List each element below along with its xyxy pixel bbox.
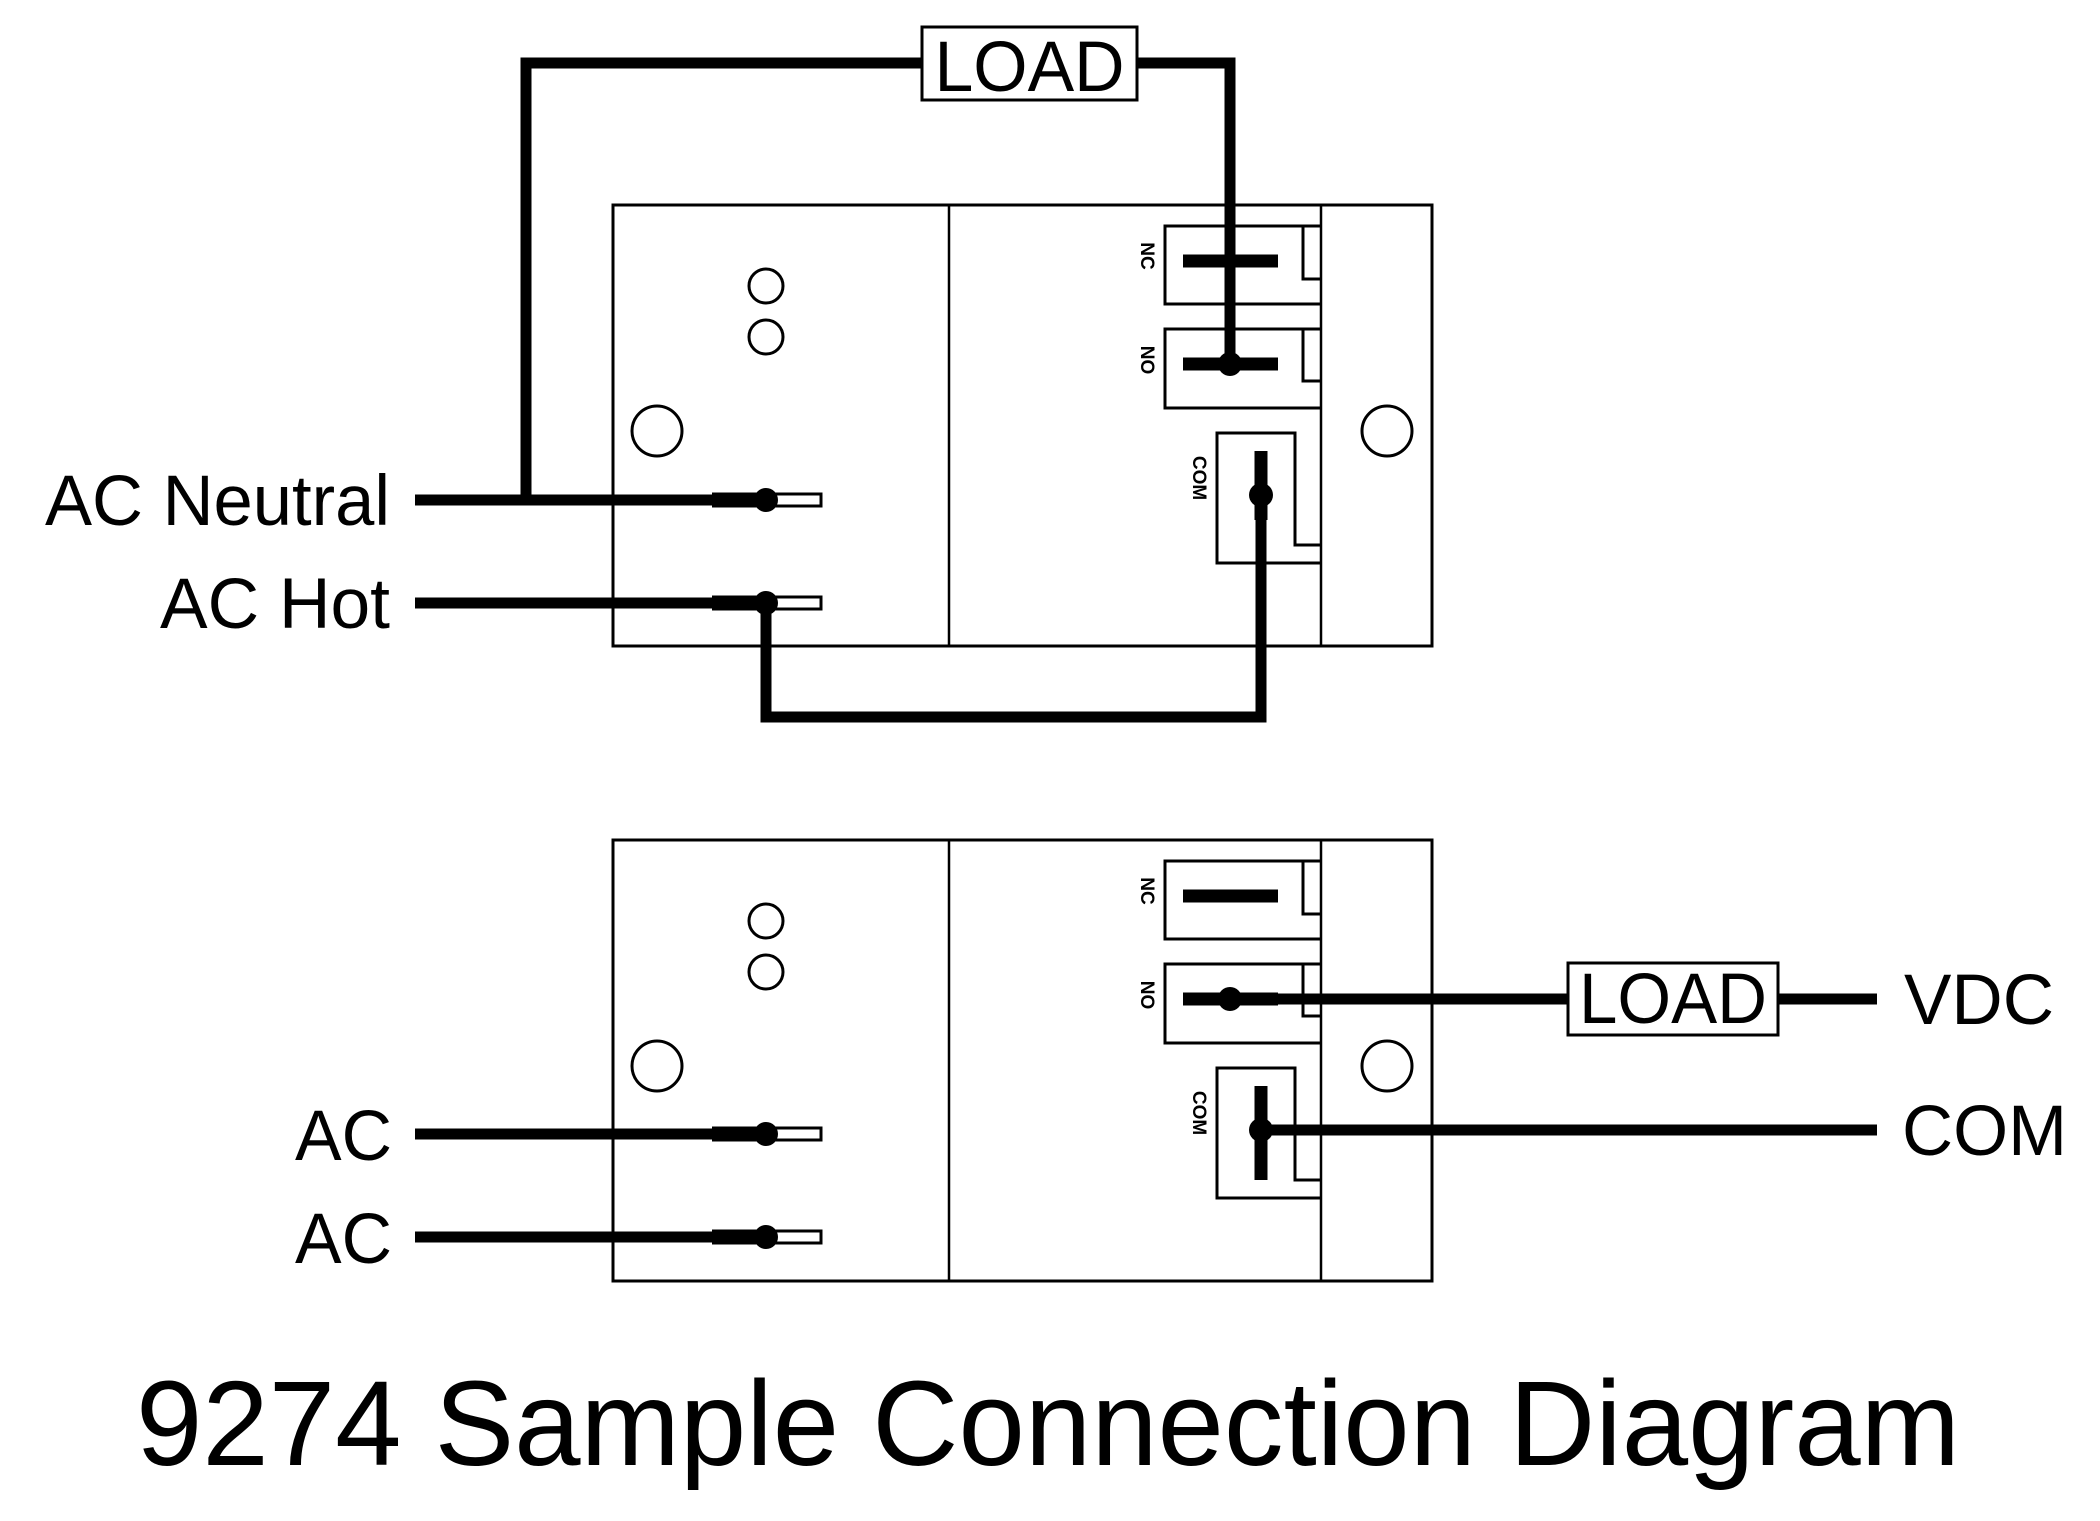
terminal-label-com: COM <box>1188 1091 1209 1135</box>
diagram-title: 9274 Sample Connection Diagram <box>136 1355 1960 1491</box>
junction-com <box>1249 483 1273 507</box>
bottom-relay: NC NO COM <box>611 838 1434 1283</box>
label-ac-hot: AC Hot <box>160 565 390 644</box>
label-com: COM <box>1902 1092 2067 1171</box>
terminal-label-no: NO <box>1136 981 1157 1010</box>
terminal-label-nc: NC <box>1136 242 1157 270</box>
label-ac-neutral: AC Neutral <box>45 462 390 541</box>
top-relay: NC NO COM <box>611 203 1434 648</box>
wire-load-to-no <box>1137 57 1236 364</box>
label-ac-1: AC <box>295 1097 392 1176</box>
junction-no <box>1218 352 1242 376</box>
junction-no <box>1218 987 1242 1011</box>
terminal-label-no: NO <box>1136 346 1157 375</box>
top-circuit: NC NO COM <box>45 25 1434 723</box>
indicator-led-2 <box>747 953 785 991</box>
terminal-nc: NC <box>1136 859 1321 941</box>
mounting-hole-left <box>630 404 684 458</box>
terminal-label-com: COM <box>1188 456 1209 500</box>
indicator-led-2 <box>747 318 785 356</box>
mounting-hole-left <box>630 1039 684 1093</box>
mounting-hole-right <box>1360 1039 1414 1093</box>
indicator-led-1 <box>747 267 785 305</box>
mounting-hole-right <box>1360 404 1414 458</box>
bottom-circuit: NC NO COM <box>295 838 2067 1283</box>
junction-com <box>1249 1118 1273 1142</box>
indicator-led-1 <box>747 902 785 940</box>
terminal-label-nc: NC <box>1136 877 1157 905</box>
relay-body <box>611 838 1434 1283</box>
relay-body <box>611 203 1434 648</box>
load-component-top: LOAD <box>920 25 1139 107</box>
load-component-bottom: LOAD <box>1566 960 1780 1039</box>
load-label-bottom: LOAD <box>1579 960 1767 1039</box>
wire-hot-to-com <box>760 495 1267 723</box>
wire-neutral-to-load <box>520 57 922 500</box>
label-ac-2: AC <box>295 1200 392 1279</box>
label-vdc: VDC <box>1904 961 2054 1040</box>
load-label-top: LOAD <box>935 28 1125 107</box>
